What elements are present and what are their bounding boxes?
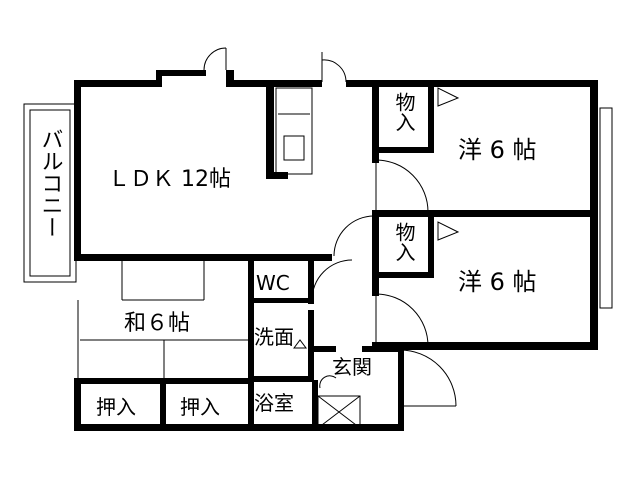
kitchen-sink — [283, 135, 305, 161]
balcony-inner-rail — [29, 109, 71, 277]
wc-walls — [248, 260, 254, 430]
kitchen-wall — [266, 87, 274, 179]
storage-label-lower: 物入 — [392, 222, 416, 262]
balcony-label: バルコニー — [38, 128, 63, 238]
door-swing-ldk-bedroom — [375, 159, 429, 213]
wc-label: WC — [256, 271, 290, 295]
bathroom-label: 浴室 — [254, 391, 294, 415]
right-window-frame — [599, 107, 613, 309]
japanese-room-label: 和６帖 — [124, 311, 190, 336]
washroom-label: 洗面 — [254, 325, 294, 349]
door-swing-top-right — [321, 59, 347, 83]
storage-label-upper: 物入 — [392, 92, 416, 132]
western-room-label-upper: 洋 6 帖 — [458, 136, 537, 164]
closet-label-left: 押入 — [96, 395, 136, 419]
closet-label-right: 押入 — [180, 395, 220, 419]
thick-walls — [74, 70, 598, 431]
western-room-label-lower: 洋 6 帖 — [458, 268, 537, 296]
ldk-wall-bottom — [74, 254, 332, 261]
door-swing-hall — [333, 215, 375, 257]
ldk-label: ＬＤＫ 12帖 — [108, 167, 231, 192]
closet-marker-upper — [437, 87, 460, 107]
top-window-left — [156, 70, 162, 87]
ldk-wall-top — [226, 80, 322, 87]
storage-lower-walls — [428, 217, 434, 277]
entrance-step-arc — [319, 375, 337, 389]
door-swing-lower-bedroom — [375, 293, 429, 347]
rooms-divider-wall — [372, 87, 379, 163]
ldk-wall-left — [74, 80, 81, 260]
door-swing-entrance — [399, 349, 457, 407]
storage-upper-walls — [372, 147, 432, 153]
bottom-right-wall — [372, 342, 598, 350]
bottom-wall — [74, 424, 404, 431]
kitchen-counter — [275, 87, 313, 175]
washroom-marker — [293, 339, 307, 349]
middle-wall — [372, 210, 598, 217]
thin-walls — [23, 47, 613, 429]
entrance-label: 玄関 — [332, 355, 372, 379]
room-labels: ＬＤＫ 12帖 バルコニー 物入 物入 洋 6 帖 洋 6 帖 WC 和６帖 洗… — [38, 92, 537, 419]
door-swing-top-left — [203, 47, 227, 71]
door-swing-wc — [311, 259, 353, 301]
ldk-wall-top-left — [74, 80, 156, 87]
closet-marker-lower — [437, 221, 460, 241]
